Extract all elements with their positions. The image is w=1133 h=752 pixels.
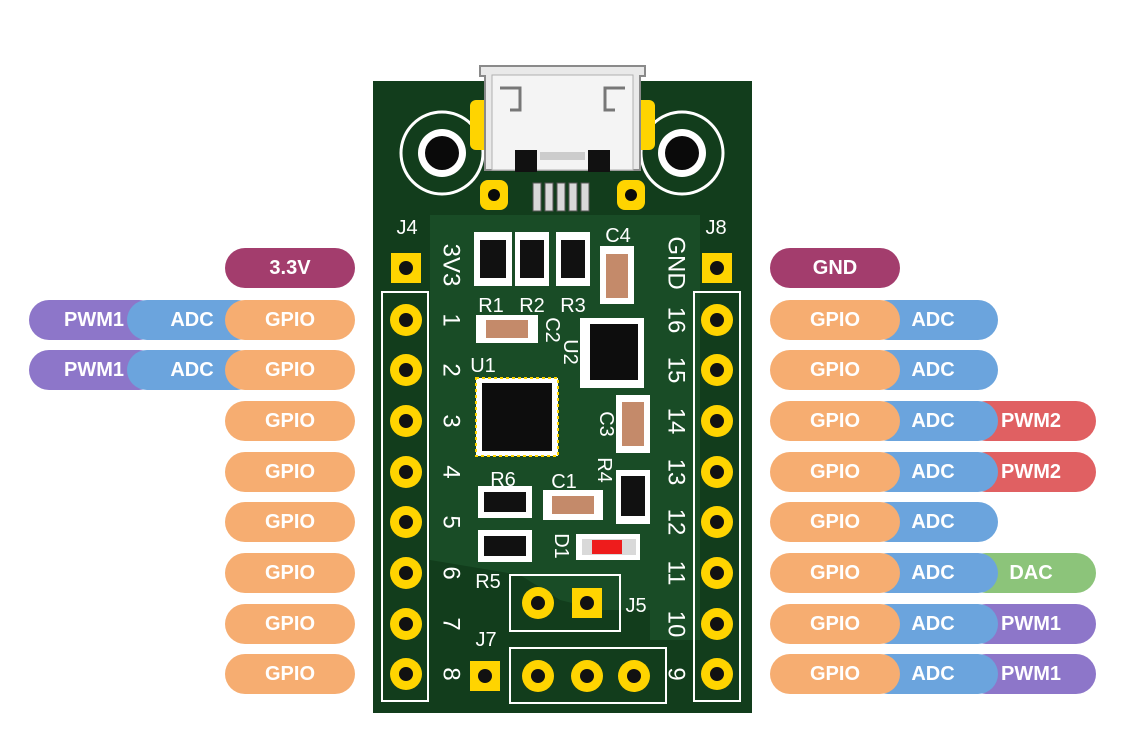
right-pin-2-gpio-label: GPIO (770, 350, 900, 390)
usb-fingers (532, 182, 590, 212)
left-pin-5-gpio-label: GPIO (225, 502, 355, 542)
j8-pin-3 (701, 405, 733, 437)
designator-r2: R2 (519, 295, 545, 317)
j8-pin-4 (701, 456, 733, 488)
mounting-hole-right (639, 110, 725, 196)
designator-u2: U2 (559, 339, 581, 365)
designator-c3: C3 (595, 411, 617, 437)
designator-c2: C2 (541, 317, 563, 343)
r4-footprint (616, 470, 650, 524)
r2-footprint (515, 232, 549, 286)
right-pin-8-gpio-label: GPIO (770, 654, 900, 694)
silk-right-pin-4: 13 (663, 459, 690, 486)
silk-right-pin-3: 14 (663, 408, 690, 435)
silk-right-pin-7: 10 (663, 611, 690, 638)
designator-r3: R3 (560, 295, 586, 317)
u1-microcontroller (475, 377, 559, 457)
silk-left-pin-5: 5 (438, 515, 465, 528)
r3-footprint (556, 232, 590, 286)
u2-footprint (580, 318, 644, 388)
r6-footprint (478, 486, 532, 518)
designator-r4: R4 (593, 457, 615, 483)
j8-pin-5 (701, 506, 733, 538)
right-pin-5-gpio-label: GPIO (770, 502, 900, 542)
j8-pin-1 (701, 304, 733, 336)
j8-pin-0 (702, 253, 732, 283)
j4-pin-6 (390, 557, 422, 589)
silk-left-pin-2: 2 (438, 363, 465, 376)
j5-header (509, 574, 621, 632)
j8-pin-6 (701, 557, 733, 589)
silk-right-pin-2: 15 (663, 357, 690, 384)
left-pin-4-gpio-label: GPIO (225, 452, 355, 492)
right-pin-1-gpio-label: GPIO (770, 300, 900, 340)
designator-u1: U1 (470, 355, 496, 377)
j4-pin-3 (390, 405, 422, 437)
right-pin-6-gpio-label: GPIO (770, 553, 900, 593)
designator-d1: D1 (550, 533, 572, 559)
left-pin-2-gpio-label: GPIO (225, 350, 355, 390)
silk-right-pin-1: 16 (663, 307, 690, 334)
designator-c1: C1 (551, 471, 577, 493)
right-pin-7-gpio-label: GPIO (770, 604, 900, 644)
designator-j7: J7 (475, 629, 496, 651)
j4-pin-4 (390, 456, 422, 488)
r1-footprint (474, 232, 512, 286)
j8-outline (693, 291, 741, 702)
silk-right-pin-8: 9 (663, 667, 690, 680)
right-pin-4-gpio-label: GPIO (770, 452, 900, 492)
silk-left-pin-6: 6 (438, 566, 465, 579)
silk-left-pin-1: 1 (438, 313, 465, 326)
designator-r5: R5 (475, 571, 501, 593)
j4-pin-2 (390, 354, 422, 386)
left-pin-3-gpio-label: GPIO (225, 401, 355, 441)
j4-pin-5 (390, 506, 422, 538)
j8-pin-2 (701, 354, 733, 386)
designator-r6: R6 (490, 469, 516, 491)
silk-right-pin-5: 12 (663, 509, 690, 536)
j4-pin-0 (391, 253, 421, 283)
silk-right-pin-0: GND (663, 236, 690, 289)
r5-footprint (478, 530, 532, 562)
j8-pin-7 (701, 608, 733, 640)
designator-j5: J5 (625, 595, 646, 617)
j7-header (470, 647, 667, 704)
left-pin-6-gpio-label: GPIO (225, 553, 355, 593)
j4-pin-1 (390, 304, 422, 336)
designator-c4: C4 (605, 225, 631, 247)
silk-right-pin-6: 11 (663, 561, 690, 586)
j4-pin-8 (390, 658, 422, 690)
micro-usb-connector (479, 65, 646, 172)
c1-footprint (543, 490, 603, 520)
j4-pin-7 (390, 608, 422, 640)
right-pin-0-power-label: GND (770, 248, 900, 288)
left-pin-8-gpio-label: GPIO (225, 654, 355, 694)
silk-left-pin-0: 3V3 (438, 244, 465, 287)
left-pin-7-gpio-label: GPIO (225, 604, 355, 644)
designator-r1: R1 (478, 295, 504, 317)
j4-outline (381, 291, 429, 702)
j8-pin-8 (701, 658, 733, 690)
silk-left-pin-8: 8 (438, 667, 465, 680)
left-pin-0-power-label: 3.3V (225, 248, 355, 288)
designator-j8: J8 (705, 217, 726, 239)
c3-footprint (616, 395, 650, 453)
silk-left-pin-4: 4 (438, 465, 465, 478)
right-pin-3-gpio-label: GPIO (770, 401, 900, 441)
c2-footprint (476, 315, 538, 343)
silk-left-pin-3: 3 (438, 414, 465, 427)
header-pin-pads (390, 253, 733, 690)
d1-led (576, 534, 640, 560)
designator-j4: J4 (396, 217, 417, 239)
left-pin-1-gpio-label: GPIO (225, 300, 355, 340)
silk-left-pin-7: 7 (438, 617, 465, 630)
c4-footprint (600, 246, 634, 304)
mounting-hole-left (399, 110, 485, 196)
